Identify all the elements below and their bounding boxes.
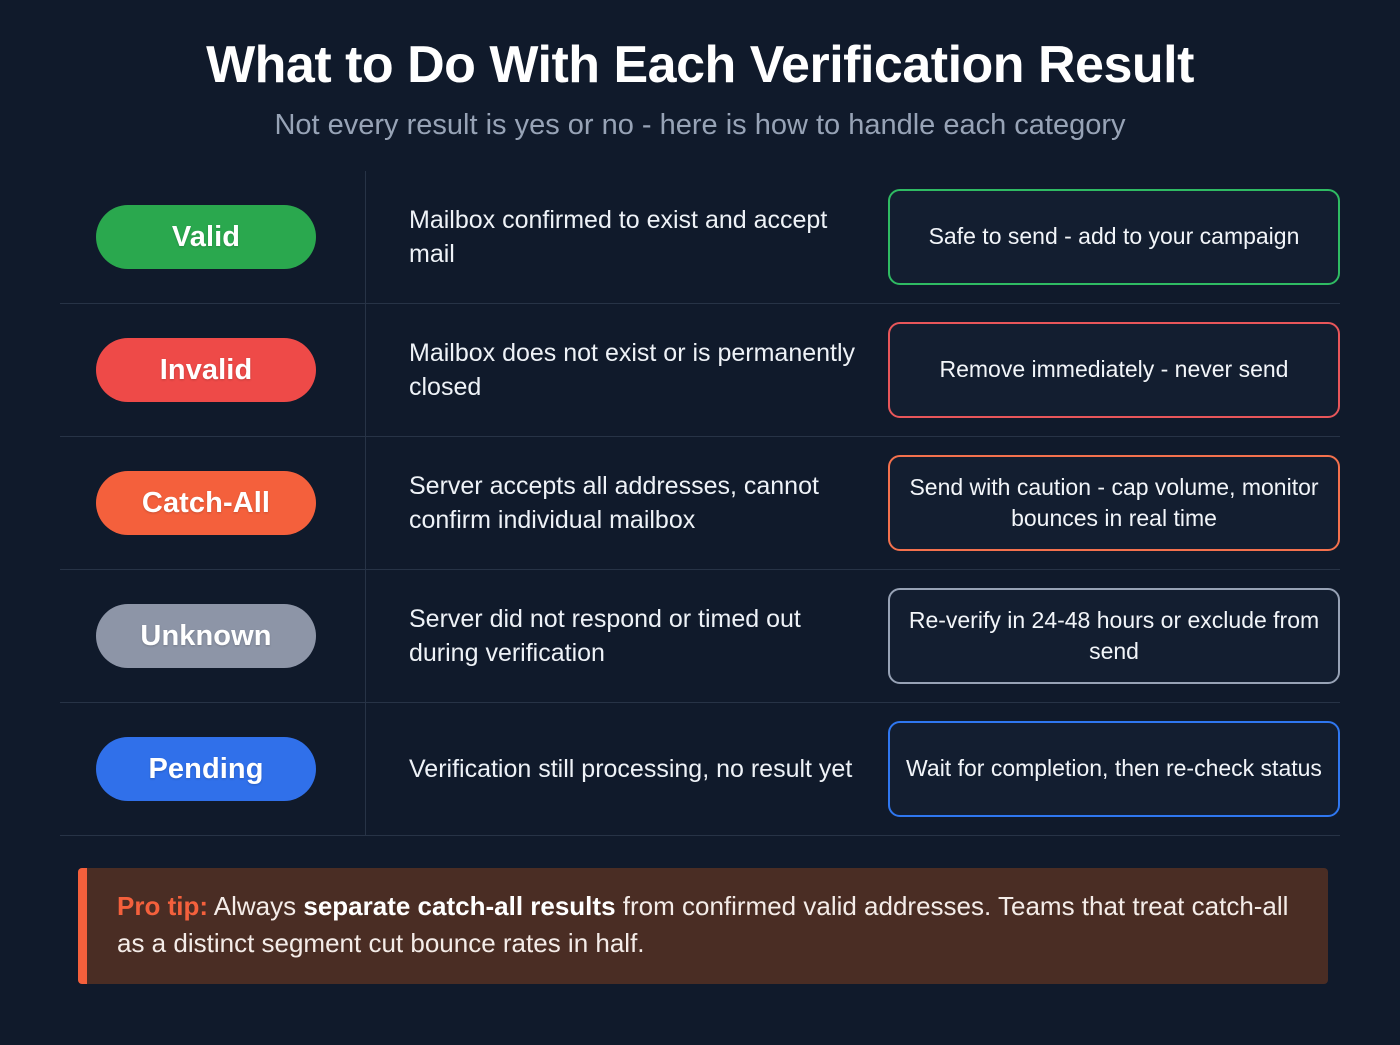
- status-badge-catch-all: Catch-All: [96, 471, 316, 536]
- action-cell: Remove immediately - never send: [888, 322, 1340, 419]
- badge-cell: Valid: [60, 205, 365, 270]
- badge-cell: Pending: [60, 737, 365, 802]
- page-title: What to Do With Each Verification Result: [206, 36, 1194, 94]
- action-box-catch-all: Send with caution - cap volume, monitor …: [888, 455, 1340, 552]
- action-box-valid: Safe to send - add to your campaign: [888, 189, 1340, 286]
- description-cell: Server did not respond or timed out duri…: [365, 602, 888, 671]
- badge-cell: Invalid: [60, 338, 365, 403]
- badge-cell: Catch-All: [60, 471, 365, 536]
- action-cell: Wait for completion, then re-check statu…: [888, 721, 1340, 818]
- row-description: Mailbox confirmed to exist and accept ma…: [409, 205, 828, 269]
- status-badge-valid: Valid: [96, 205, 316, 270]
- column-divider: [365, 171, 366, 837]
- action-cell: Re-verify in 24-48 hours or exclude from…: [888, 588, 1340, 685]
- description-cell: Verification still processing, no result…: [365, 752, 888, 787]
- pro-tip-highlight: separate catch-all results: [303, 891, 616, 922]
- pro-tip-label: Pro tip:: [117, 891, 208, 922]
- table-row: Invalid Mailbox does not exist or is per…: [60, 303, 1340, 436]
- action-box-unknown: Re-verify in 24-48 hours or exclude from…: [888, 588, 1340, 685]
- description-cell: Mailbox does not exist or is permanently…: [365, 336, 888, 405]
- table-row: Pending Verification still processing, n…: [60, 702, 1340, 837]
- action-cell: Safe to send - add to your campaign: [888, 189, 1340, 286]
- page-subtitle: Not every result is yes or no - here is …: [274, 109, 1126, 142]
- status-badge-invalid: Invalid: [96, 338, 316, 403]
- badge-cell: Unknown: [60, 604, 365, 669]
- action-cell: Send with caution - cap volume, monitor …: [888, 455, 1340, 552]
- action-box-invalid: Remove immediately - never send: [888, 322, 1340, 419]
- row-description: Verification still processing, no result…: [409, 754, 853, 783]
- header: What to Do With Each Verification Result…: [0, 0, 1400, 143]
- row-description: Server accepts all addresses, cannot con…: [409, 471, 819, 535]
- pro-tip-text-before: Always: [208, 891, 304, 922]
- table-row: Valid Mailbox confirmed to exist and acc…: [60, 171, 1340, 303]
- pro-tip-banner: Pro tip: Always separate catch-all resul…: [78, 868, 1328, 984]
- action-box-pending: Wait for completion, then re-check statu…: [888, 721, 1340, 818]
- table-row: Unknown Server did not respond or timed …: [60, 569, 1340, 702]
- pro-tip-text-after: from confirmed valid addresses. Teams th…: [117, 891, 1289, 958]
- description-cell: Server accepts all addresses, cannot con…: [365, 469, 888, 538]
- status-badge-unknown: Unknown: [96, 604, 316, 669]
- description-cell: Mailbox confirmed to exist and accept ma…: [365, 203, 888, 272]
- verification-result-table: Valid Mailbox confirmed to exist and acc…: [60, 171, 1340, 837]
- table-row: Catch-All Server accepts all addresses, …: [60, 436, 1340, 569]
- status-badge-pending: Pending: [96, 737, 316, 802]
- row-description: Mailbox does not exist or is permanently…: [409, 338, 856, 402]
- row-description: Server did not respond or timed out duri…: [409, 604, 801, 668]
